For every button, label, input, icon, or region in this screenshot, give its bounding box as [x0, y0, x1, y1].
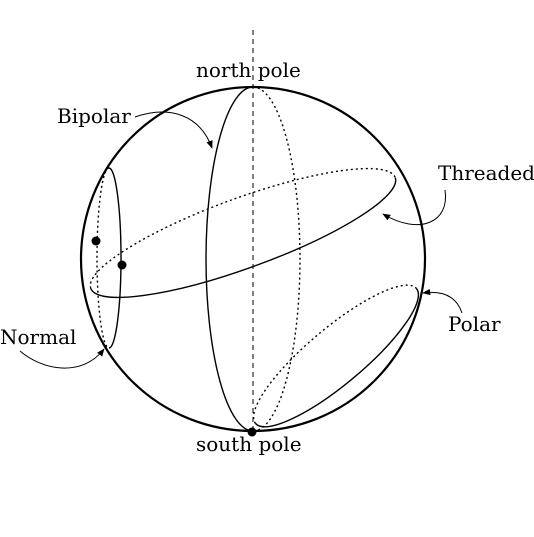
- normal-label: Normal: [0, 325, 77, 349]
- bipolar-label: Bipolar: [57, 104, 131, 128]
- polar-label: Polar: [448, 312, 501, 336]
- south-pole-label: south pole: [196, 432, 302, 456]
- normal-circle-back: [96, 167, 110, 349]
- polar-circle-back: [252, 284, 417, 424]
- bipolar-meridian-front: [205, 86, 254, 432]
- bipolar-meridian-back: [252, 86, 301, 432]
- polar-circle-front: [255, 288, 420, 428]
- threaded-circle-back: [89, 167, 396, 289]
- bipolar-arrow: [134, 111, 213, 149]
- threaded-arrow: [382, 189, 447, 226]
- point-back: [91, 236, 101, 246]
- normal-arrow: [19, 348, 105, 369]
- threaded-circle-front: [90, 177, 397, 299]
- south-pole-point: [247, 427, 257, 437]
- point-front: [117, 260, 127, 270]
- threaded-label: Threaded: [438, 161, 534, 185]
- normal-circle-front: [108, 167, 122, 349]
- polar-arrow: [422, 288, 463, 314]
- north-pole-label: north pole: [196, 58, 301, 82]
